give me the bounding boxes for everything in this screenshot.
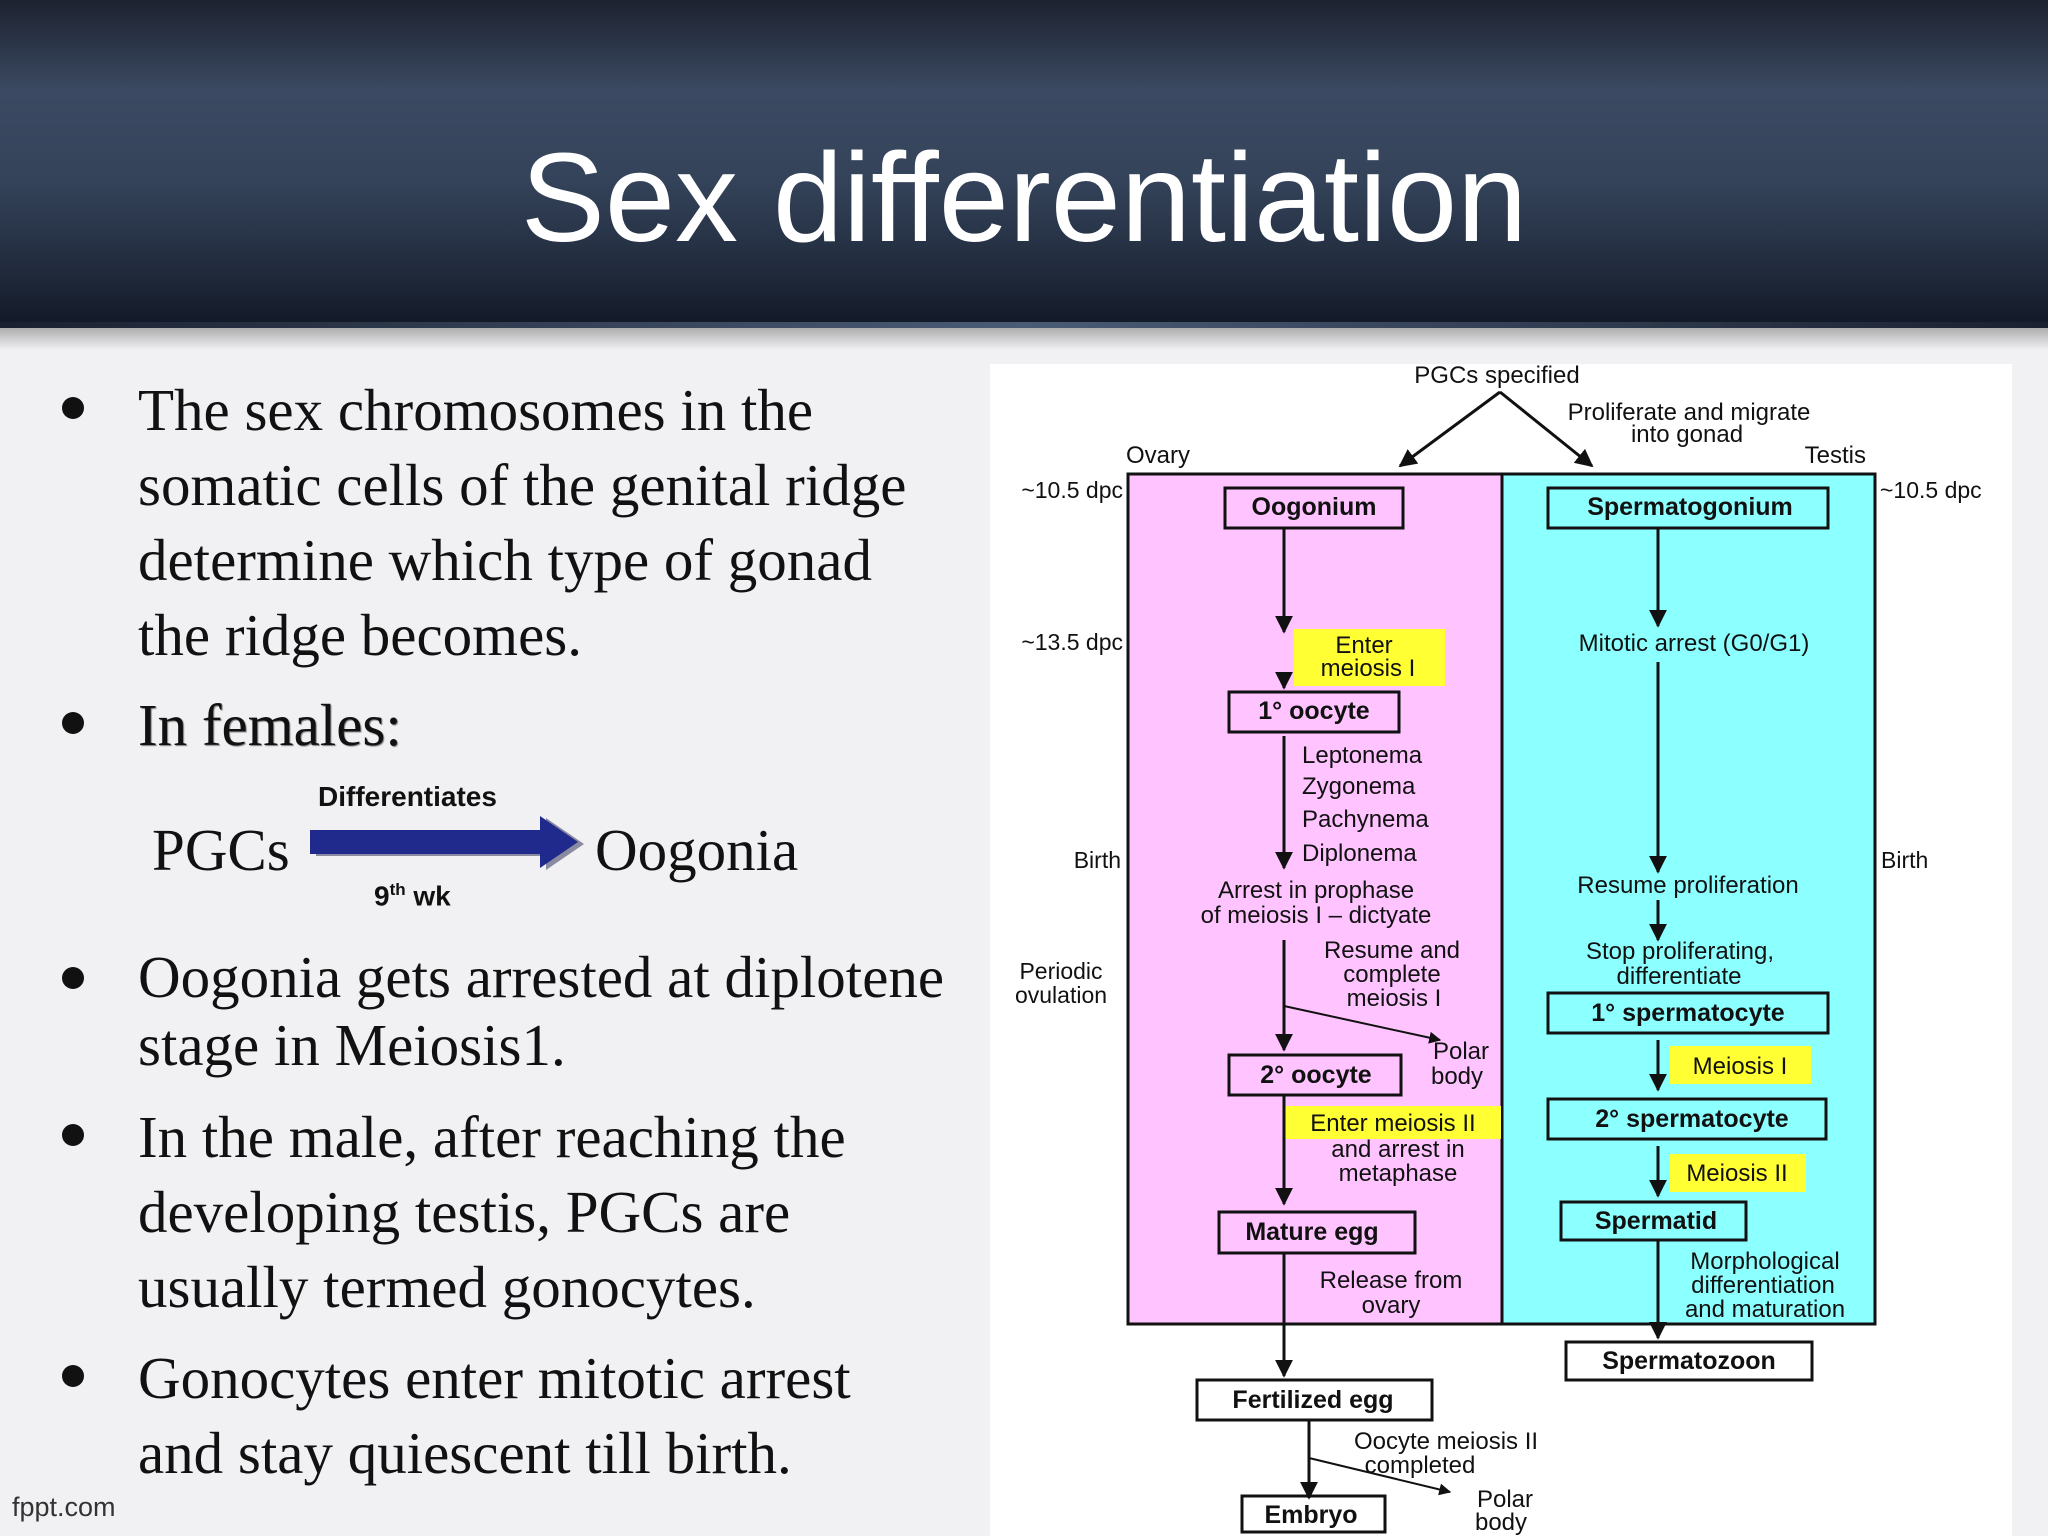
label-pgcs-specified: PGCs specified <box>1414 362 1579 389</box>
svg-text:Oogonium: Oogonium <box>1252 493 1377 521</box>
svg-text:ovary: ovary <box>1362 1292 1421 1319</box>
svg-text:Meiosis I: Meiosis I <box>1693 1053 1788 1080</box>
ovary-column <box>1126 472 1504 1326</box>
box-secondary-spermatocyte <box>1546 1097 1828 1141</box>
bullet-dot <box>62 1365 84 1387</box>
svg-text:body: body <box>1431 1063 1483 1090</box>
box-embryo <box>1240 1494 1387 1534</box>
title-banner: Sex differentiation <box>0 0 2048 328</box>
slide-title: Sex differentiation <box>520 127 1528 268</box>
box-spermatogonium <box>1546 486 1830 530</box>
svg-text:Proliferate and migrate: Proliferate and migrate <box>1568 399 1811 426</box>
svg-text:Spermatid: Spermatid <box>1595 1207 1717 1235</box>
svg-text:Oocyte meiosis II: Oocyte meiosis II <box>1354 1428 1538 1455</box>
footer-brand: fppt.com <box>12 1492 116 1522</box>
svg-text:body: body <box>1475 1509 1527 1536</box>
svg-text:Diplonema: Diplonema <box>1302 840 1417 867</box>
box-spermatozoon <box>1564 1340 1814 1382</box>
svg-text:complete: complete <box>1343 961 1440 988</box>
svg-text:~13.5 dpc: ~13.5 dpc <box>1021 629 1123 655</box>
box-primary-spermatocyte <box>1546 991 1830 1035</box>
bullet-text: Gonocytes enter mitotic arrest and stay … <box>138 1345 851 1486</box>
flow-to: Oogonia <box>595 817 799 883</box>
svg-text:Spermatozoon: Spermatozoon <box>1602 1347 1776 1375</box>
flow-arrow-icon <box>310 816 584 870</box>
highlight <box>1294 629 1445 686</box>
svg-text:Polar: Polar <box>1433 1038 1489 1065</box>
svg-text:differentiation: differentiation <box>1691 1272 1835 1299</box>
svg-text:meiosis I: meiosis I <box>1347 985 1442 1012</box>
svg-text:~10.5 dpc: ~10.5 dpc <box>1021 477 1123 503</box>
svg-text:Birth: Birth <box>1881 847 1928 873</box>
svg-text:Resume proliferation: Resume proliferation <box>1577 872 1798 899</box>
highlight <box>1285 1106 1501 1139</box>
svg-text:Zygonema: Zygonema <box>1302 773 1416 800</box>
svg-text:and maturation: and maturation <box>1685 1296 1845 1323</box>
box-oogonium <box>1223 486 1405 530</box>
svg-text:1° oocyte: 1° oocyte <box>1258 697 1370 725</box>
svg-text:Mitotic arrest (G0/G1): Mitotic arrest (G0/G1) <box>1579 630 1810 657</box>
svg-text:2° spermatocyte: 2° spermatocyte <box>1595 1105 1789 1133</box>
svg-text:into gonad: into gonad <box>1631 421 1743 448</box>
svg-text:Enter: Enter <box>1335 632 1392 659</box>
svg-text:Enter meiosis II: Enter meiosis II <box>1310 1110 1475 1137</box>
svg-text:Meiosis II: Meiosis II <box>1686 1160 1787 1187</box>
flow-label-top: Differentiates <box>318 781 497 812</box>
svg-text:Polar: Polar <box>1477 1486 1533 1513</box>
banner-shadow <box>0 328 2048 350</box>
label-testis: Testis <box>1805 442 1866 469</box>
box-primary-oocyte <box>1227 690 1401 734</box>
bullet-text: In females: <box>138 692 402 758</box>
svg-text:completed: completed <box>1365 1452 1476 1479</box>
bullet-dot <box>62 1124 84 1146</box>
svg-text:meiosis I: meiosis I <box>1321 655 1416 682</box>
svg-text:of meiosis I – dictyate: of meiosis I – dictyate <box>1201 902 1432 929</box>
bullet-text: Oogonia gets arrested at diplotene stage… <box>138 944 945 1078</box>
svg-text:Resume and: Resume and <box>1324 937 1460 964</box>
svg-text:Pachynema: Pachynema <box>1302 806 1429 833</box>
box-secondary-oocyte <box>1227 1053 1403 1097</box>
svg-text:Leptonema: Leptonema <box>1302 742 1423 769</box>
svg-text:differentiate: differentiate <box>1617 963 1742 990</box>
svg-text:Mature egg: Mature egg <box>1245 1218 1378 1246</box>
highlight <box>1670 1154 1806 1192</box>
label-ovary: Ovary <box>1126 442 1190 469</box>
svg-text:Spermatogonium: Spermatogonium <box>1587 493 1793 521</box>
svg-text:ovulation: ovulation <box>1015 982 1107 1008</box>
bullet-dot <box>62 967 84 989</box>
svg-text:Release from: Release from <box>1320 1267 1463 1294</box>
bullet-text: In the male, after reaching the developi… <box>138 1104 846 1320</box>
svg-text:1° spermatocyte: 1° spermatocyte <box>1591 999 1785 1027</box>
svg-text:metaphase: metaphase <box>1339 1160 1458 1187</box>
bullet-dot <box>62 397 84 419</box>
svg-text:~10.5 dpc: ~10.5 dpc <box>1880 477 1982 503</box>
svg-text:2° oocyte: 2° oocyte <box>1260 1061 1372 1089</box>
bullet-dot <box>62 712 84 734</box>
flow-from: PGCs <box>152 817 290 883</box>
box-spermatid <box>1559 1200 1748 1242</box>
svg-text:Fertilized egg: Fertilized egg <box>1232 1386 1393 1414</box>
svg-text:Embryo: Embryo <box>1264 1501 1357 1529</box>
highlight <box>1670 1046 1811 1084</box>
flow-label-bottom: 9th wk <box>374 880 451 912</box>
svg-text:Periodic: Periodic <box>1019 958 1102 984</box>
bullet-text: The sex chromosomes in the somatic cells… <box>138 377 907 668</box>
svg-text:Arrest in prophase: Arrest in prophase <box>1218 877 1414 904</box>
svg-text:and arrest in: and arrest in <box>1331 1136 1464 1163</box>
testis-column <box>1500 472 1877 1326</box>
svg-text:Birth: Birth <box>1074 847 1121 873</box>
box-fertilized-egg <box>1195 1378 1434 1422</box>
box-mature-egg <box>1217 1210 1417 1255</box>
svg-text:Morphological: Morphological <box>1690 1248 1839 1275</box>
svg-text:Stop proliferating,: Stop proliferating, <box>1586 938 1774 965</box>
